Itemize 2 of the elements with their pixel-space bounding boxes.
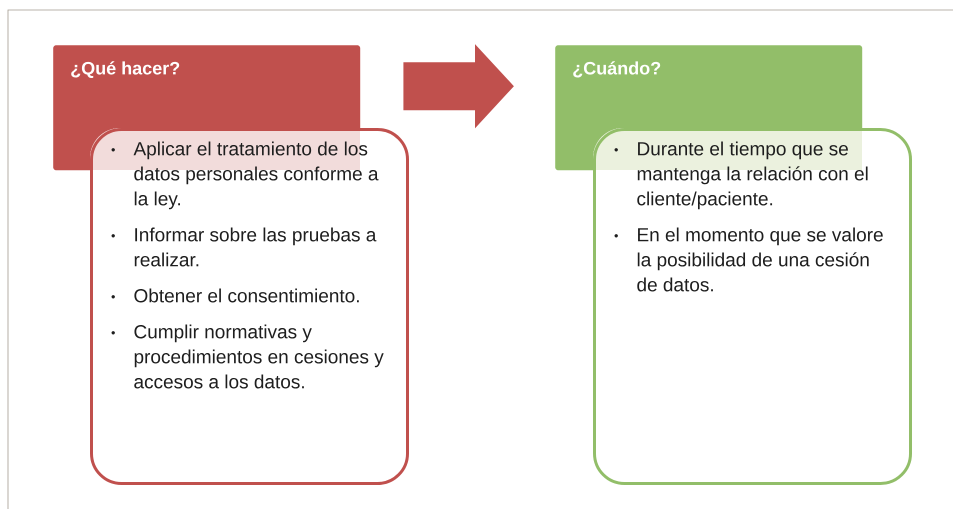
content-box: Aplicar el tratamiento de los datos personales conforme a la ley. Informar sobre las pruebas a realizar. Obtener el consentimiento. Cumplir normativas y procedimientos en cesiones y accesos a los datos.	[90, 128, 412, 485]
content-box: Durante el tiempo que se mantenga la relación con el cliente/paciente. En el momento que se valore la posibilidad de una cesión de datos.	[593, 128, 915, 485]
